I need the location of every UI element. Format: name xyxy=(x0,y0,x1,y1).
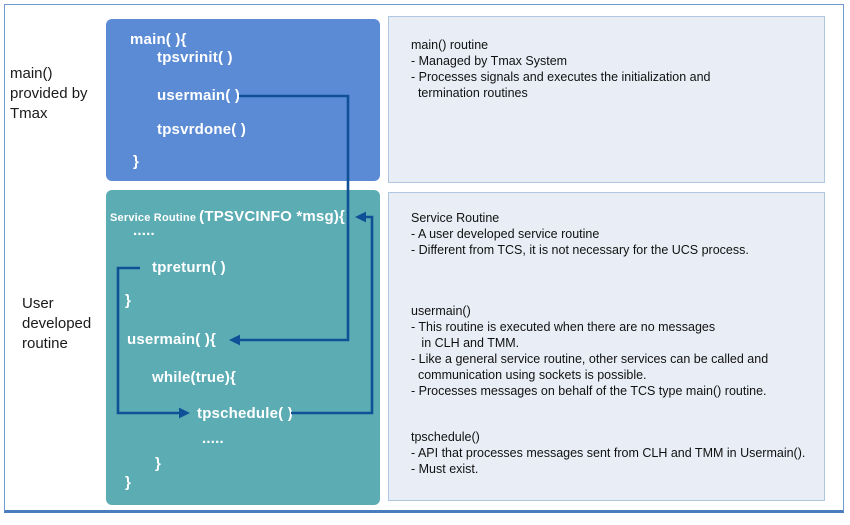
text-line: - Processes messages on behalf of the TC… xyxy=(411,384,767,398)
code-dots-2: ..... xyxy=(202,430,224,447)
outer-frame xyxy=(4,4,844,513)
text-line: - Different from TCS, it is not necessar… xyxy=(411,243,749,257)
code-tpsvrinit: tpsvrinit( ) xyxy=(157,49,233,66)
code-dots-1: ..... xyxy=(133,222,155,239)
code-while-close: } xyxy=(155,455,162,472)
text-line: - Like a general service routine, other … xyxy=(411,352,769,366)
code-usermain-close: } xyxy=(125,474,132,491)
usermain-description: usermain() - This routine is executed wh… xyxy=(411,303,818,399)
text-line: termination routines xyxy=(411,86,528,100)
text-line: - This routine is executed when there ar… xyxy=(411,320,716,334)
text-line: - Must exist. xyxy=(411,462,479,476)
code-usermain-call: usermain( ) xyxy=(157,87,241,104)
label-user-developed-routine: User developed routine xyxy=(22,295,92,352)
code-tpschedule: tpschedule( ) xyxy=(197,405,293,422)
text-line: main() routine xyxy=(411,38,489,52)
tpschedule-description: tpschedule() - API that processes messag… xyxy=(411,429,818,477)
text-line: in CLH and TMM. xyxy=(411,336,520,350)
code-service-close: } xyxy=(125,292,132,309)
panel-main-routine: main() routine - Managed by Tmax System … xyxy=(388,16,825,183)
code-usermain-open: usermain( ){ xyxy=(127,331,217,348)
text-line: - Managed by Tmax System xyxy=(411,54,568,68)
code-main-close: } xyxy=(133,153,140,170)
text-line: tpschedule() xyxy=(411,430,480,444)
text-line: - API that processes messages sent from … xyxy=(411,446,806,460)
text-line: - A user developed service routine xyxy=(411,227,600,241)
code-tpsvrdone: tpsvrdone( ) xyxy=(157,121,247,138)
main-routine-box: main( ){ tpsvrinit( ) usermain( ) tpsvrd… xyxy=(106,19,380,181)
text-line: Service Routine xyxy=(411,211,500,225)
main-routine-description: main() routine - Managed by Tmax System … xyxy=(411,37,818,101)
text-line: - Processes signals and executes the ini… xyxy=(411,70,711,84)
text-line: usermain() xyxy=(411,304,471,318)
label-main-provided-by-tmax: main() provided by Tmax xyxy=(10,65,88,122)
service-routine-description: Service Routine - A user developed servi… xyxy=(411,210,818,258)
code-main-open: main( ){ xyxy=(130,31,187,48)
code-tpsvcinfo-signature: (TPSVCINFO *msg){ xyxy=(199,208,346,225)
code-tpreturn: tpreturn( ) xyxy=(152,259,226,276)
text-line: communication using sockets is possible. xyxy=(411,368,647,382)
code-while-open: while(true){ xyxy=(152,369,237,386)
panel-user-routines: Service Routine - A user developed servi… xyxy=(388,192,825,501)
user-routine-box: Service Routine (TPSVCINFO *msg){ ..... … xyxy=(106,190,380,505)
code-service-routine-label: Service Routine xyxy=(110,212,197,224)
